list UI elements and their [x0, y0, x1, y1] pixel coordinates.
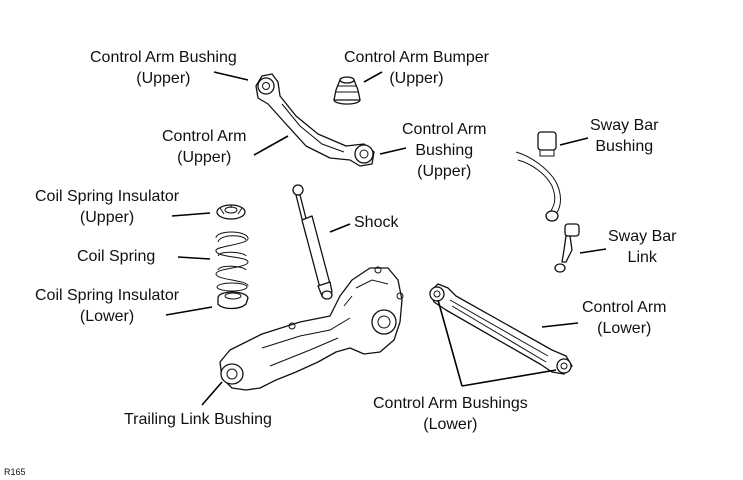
label-trailing-link-bushing: Trailing Link Bushing	[124, 411, 272, 428]
label-control-arm-bushings-lower: Control Arm Bushings (Lower)	[373, 395, 528, 433]
sway-bar-link-drawing	[554, 223, 580, 273]
lower-insulator-drawing	[217, 291, 249, 310]
trailing-link-drawing	[219, 266, 404, 391]
label-shock: Shock	[354, 214, 399, 231]
label-coil-spring-insulator-upper: Coil Spring Insulator (Upper)	[35, 188, 180, 226]
figure-reference: R165	[4, 467, 26, 477]
leader-lines	[165, 71, 607, 406]
label-sway-bar-bushing: Sway Bar Bushing	[590, 117, 659, 155]
upper-control-arm-drawing	[255, 73, 375, 167]
coil-spring-drawing	[215, 231, 249, 292]
label-control-arm-bushing-upper-right: Control Arm Bushing (Upper)	[402, 121, 487, 180]
label-sway-bar-link: Sway Bar Link	[608, 228, 677, 266]
label-coil-spring: Coil Spring	[77, 248, 156, 265]
upper-insulator-drawing	[216, 204, 246, 220]
label-coil-spring-insulator-lower: Coil Spring Insulator (Lower)	[35, 287, 180, 325]
label-control-arm-bumper-upper: Control Arm Bumper (Upper)	[344, 49, 489, 87]
label-control-arm-bushing-upper-left: Control Arm Bushing (Upper)	[90, 49, 237, 87]
label-control-arm-upper: Control Arm (Upper)	[162, 128, 247, 166]
lower-control-arm-drawing	[429, 283, 573, 375]
upper-bumper-drawing	[333, 76, 361, 105]
sway-bar-drawing	[515, 131, 561, 222]
label-control-arm-lower: Control Arm (Lower)	[582, 299, 667, 337]
shock-drawing	[292, 184, 333, 300]
